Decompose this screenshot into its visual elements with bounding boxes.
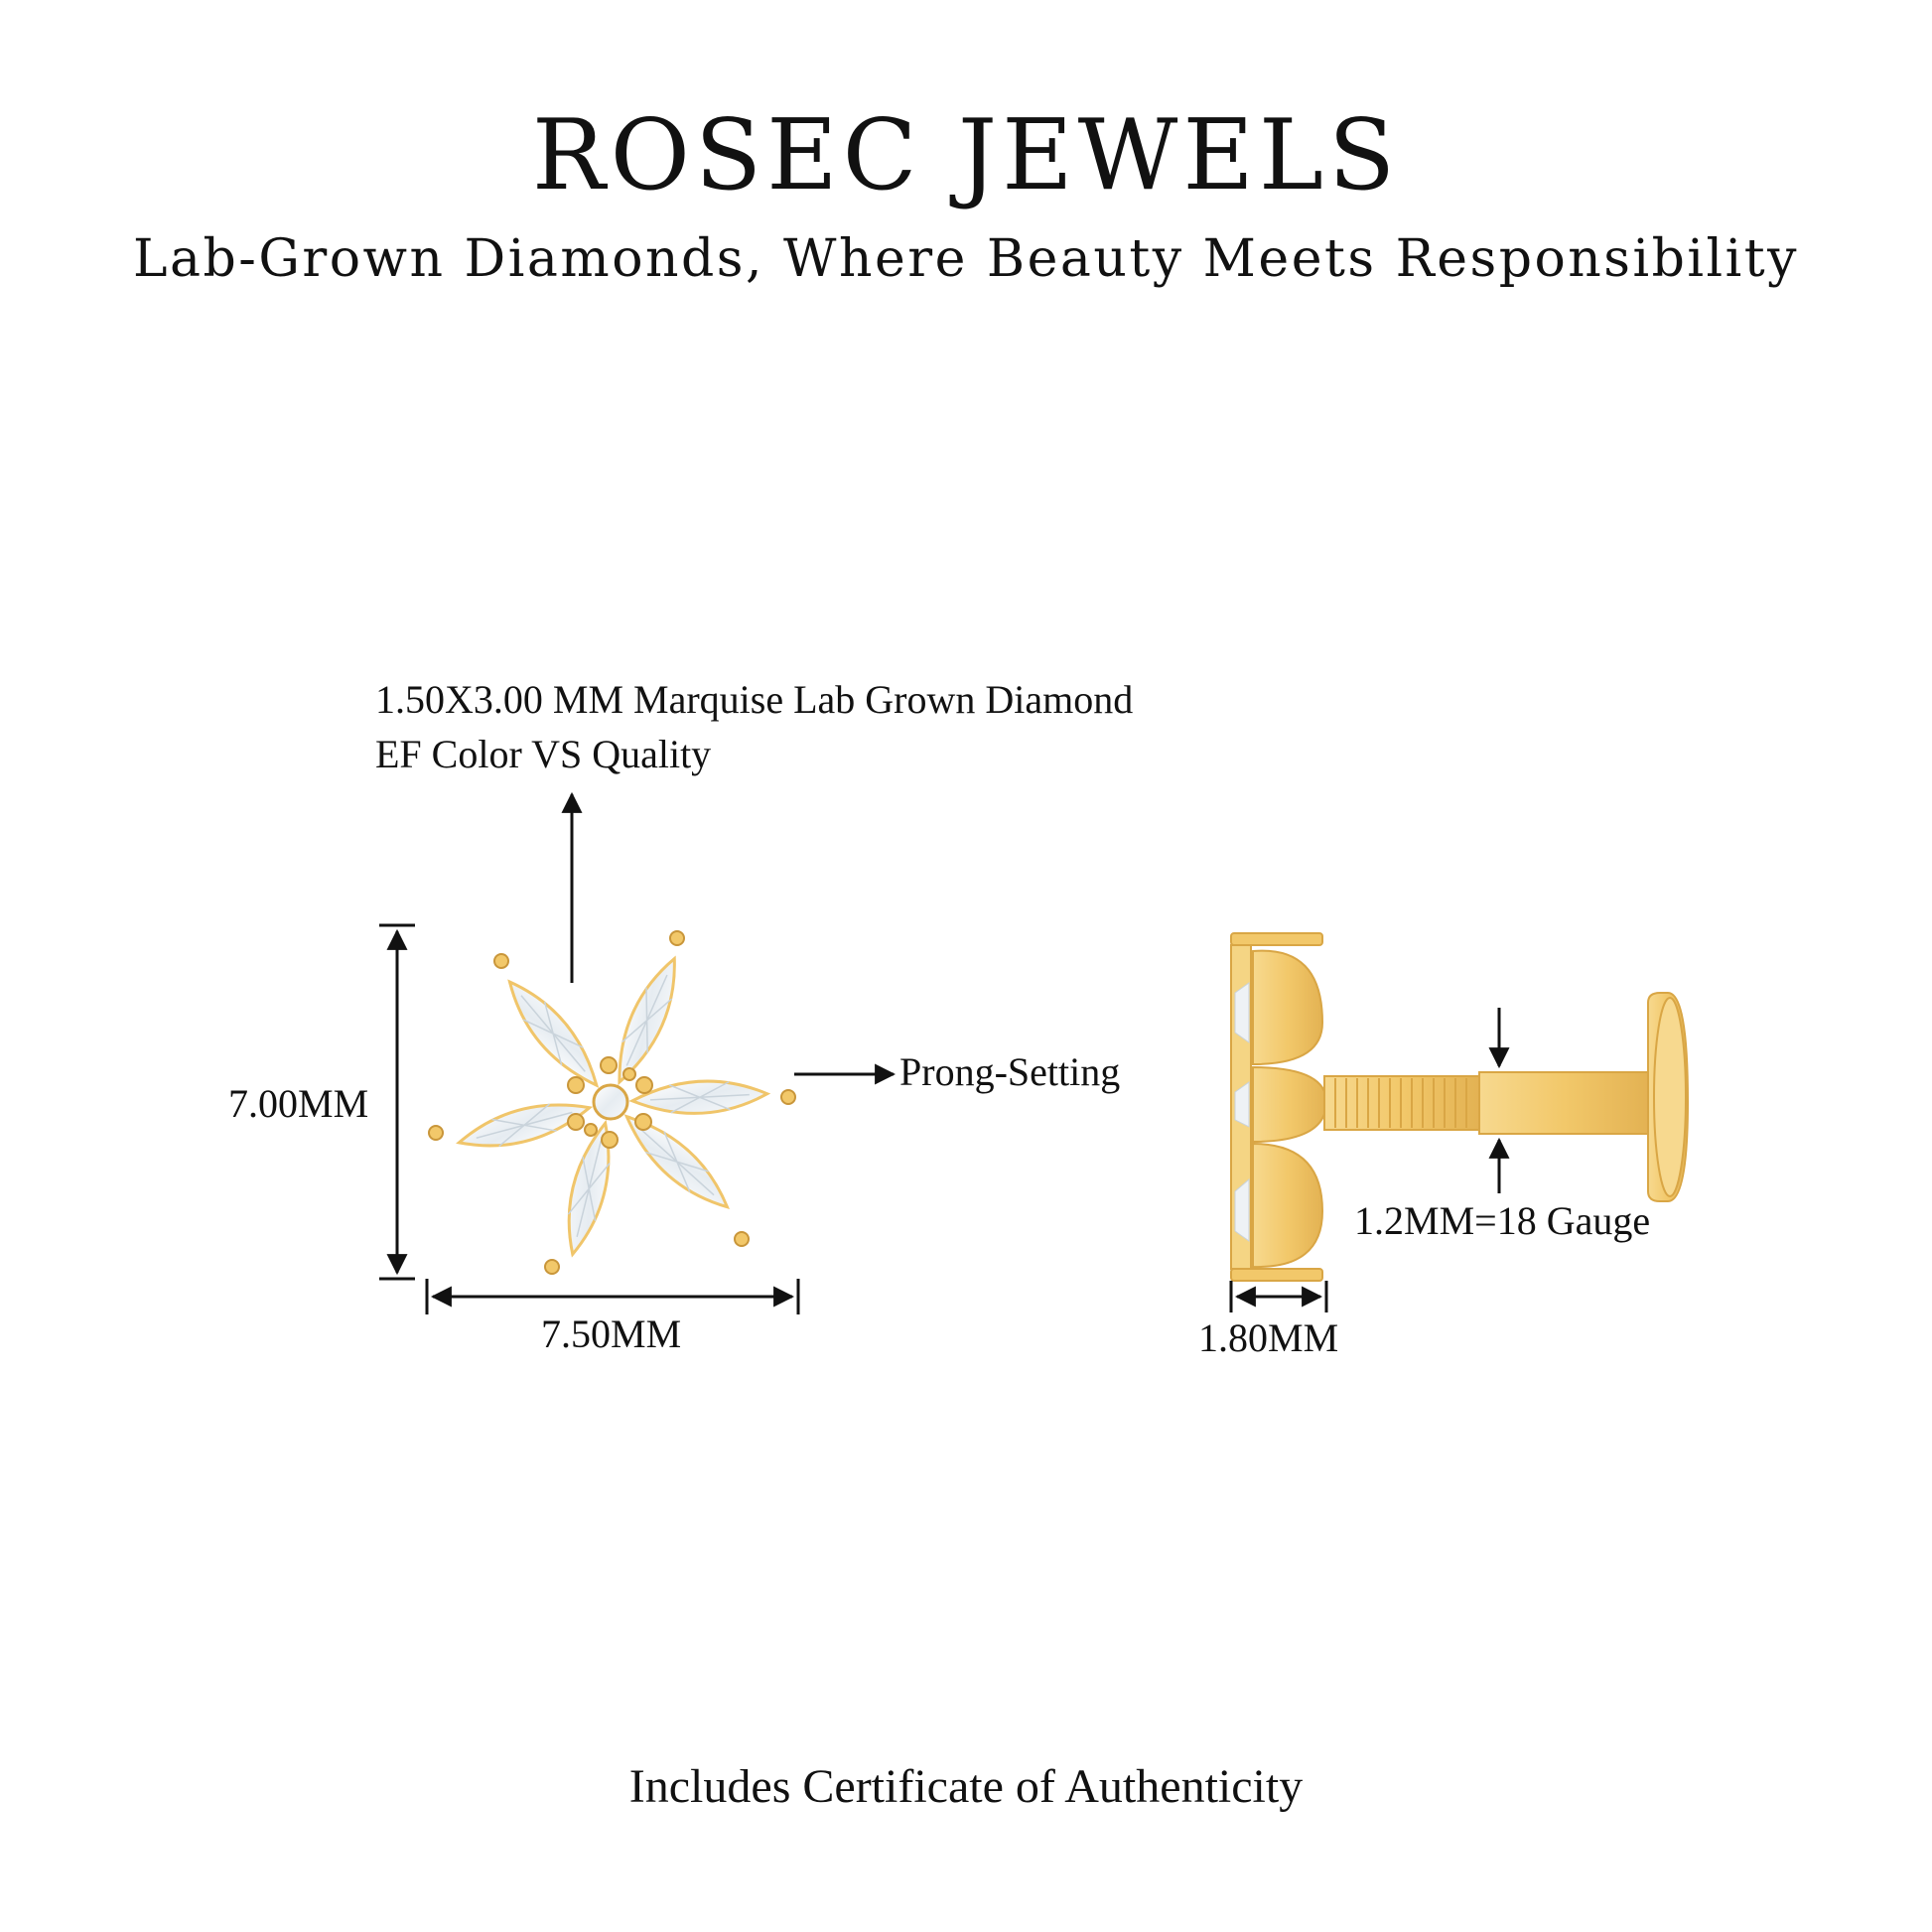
width-label: 7.50MM (541, 1311, 682, 1356)
depth-dimension (1229, 1281, 1328, 1312)
marquise-diamond-petal (628, 1079, 771, 1115)
flower-stud-front-view (428, 930, 796, 1275)
height-label: 7.00MM (228, 1081, 369, 1126)
brand-tagline: Lab-Grown Diamonds, Where Beauty Meets R… (132, 229, 1800, 289)
marquise-diamond-petal (623, 1114, 730, 1210)
brand-title: ROSEC JEWELS (531, 99, 1401, 212)
width-dimension (425, 1279, 800, 1314)
center-round-diamond (592, 1083, 629, 1121)
height-dimension (379, 923, 415, 1281)
marquise-diamond-petal (456, 1103, 594, 1148)
marquise-diamond-petal (507, 979, 600, 1088)
stone-spec-line-1: 1.50X3.00 MM Marquise Lab Grown Diamond (375, 677, 1134, 722)
prong-setting-label: Prong-Setting (899, 1049, 1121, 1094)
depth-label: 1.80MM (1198, 1315, 1339, 1360)
marquise-diamond-petal (567, 1119, 611, 1258)
gauge-label: 1.2MM=18 Gauge (1354, 1198, 1651, 1243)
marquise-diamond-petal (618, 955, 676, 1086)
labret-stud-side-view (1230, 932, 1690, 1282)
certificate-note: Includes Certificate of Authenticity (628, 1760, 1304, 1813)
stone-spec-line-2: EF Color VS Quality (375, 732, 712, 776)
